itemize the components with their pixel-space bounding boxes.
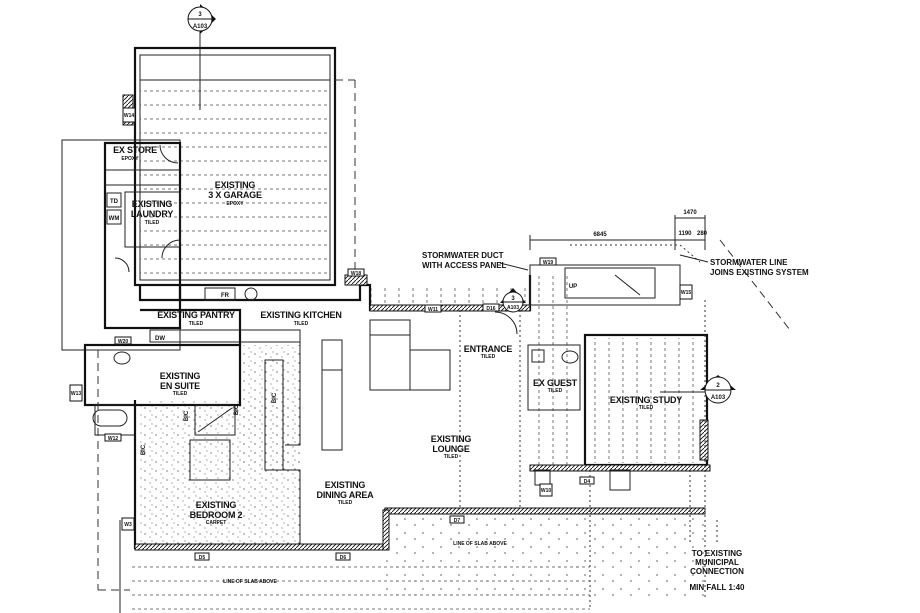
- fall-note: MIN FALL 1:40: [690, 583, 746, 592]
- slab-note: LINE OF SLAB ABOVE: [453, 541, 507, 547]
- section-marker-entrance[interactable]: 3 A103: [500, 288, 526, 313]
- duct-note: STORMWATER DUCT: [422, 251, 504, 260]
- lounge-label: EXISTING: [431, 434, 472, 444]
- dining-finish: TILED: [338, 500, 353, 506]
- ensuite-label: EN SUITE: [160, 381, 200, 391]
- fixture-labels: TD WM FR DW BIC BIC BIC BIC UP: [109, 199, 578, 455]
- dryer-label: TD: [110, 199, 119, 205]
- section-marker-right[interactable]: 2 A103: [660, 375, 736, 404]
- slab-note: LINE OF SLAB ABOVE: [223, 579, 277, 585]
- laundry-finish: TILED: [145, 220, 160, 226]
- connection-note: TO EXISTING: [692, 549, 743, 558]
- window-tag: W13: [71, 391, 82, 397]
- dimension-sub: 1190: [678, 231, 692, 237]
- walls: [83, 30, 791, 613]
- annotations: STORMWATER DUCT WITH ACCESS PANEL STORMW…: [223, 244, 809, 592]
- study-finish: TILED: [639, 405, 654, 411]
- washing-machine-label: WM: [109, 216, 120, 222]
- window-tag: W3: [124, 522, 132, 528]
- dimension-sub2: 280: [697, 231, 708, 237]
- garage-label: EXISTING: [215, 180, 256, 190]
- section-sheet: A103: [507, 305, 519, 311]
- kitchen-label: EXISTING KITCHEN: [260, 310, 341, 320]
- dimension-top: 1470: [683, 210, 697, 216]
- window-tag: W19: [543, 260, 554, 266]
- door-tag: D5: [199, 555, 206, 561]
- garage-label: 3 X GARAGE: [208, 190, 262, 200]
- floor-finishes: [130, 80, 705, 610]
- section-number: 3: [511, 296, 515, 302]
- guest-finish: TILED: [548, 388, 563, 394]
- entrance-finish: TILED: [481, 354, 496, 360]
- door-tag: D16: [486, 306, 495, 312]
- bic-label: BIC: [234, 404, 240, 415]
- section-number: 3: [198, 12, 202, 18]
- entrance-label: ENTRANCE: [464, 344, 513, 354]
- connection-note: MUNICIPAL: [695, 558, 739, 567]
- bic-label: BIC: [272, 392, 278, 403]
- window-tag: W11: [428, 307, 438, 313]
- ensuite-finish: TILED: [173, 391, 188, 397]
- store-label: EX STORE: [113, 145, 157, 155]
- window-tag: W10: [541, 488, 552, 494]
- window-tag: W12: [108, 436, 119, 442]
- duct-note: WITH ACCESS PANEL: [422, 261, 507, 270]
- guest-label: EX GUEST: [533, 378, 578, 388]
- section-sheet: A103: [711, 395, 726, 401]
- service-wing: [61, 139, 182, 351]
- room-labels: EXISTING 3 X GARAGE EPOXY EX STORE EPOXY…: [113, 145, 682, 526]
- bedroom-finish: CARPET: [206, 520, 227, 526]
- dining-label: DINING AREA: [317, 490, 375, 500]
- stormwater-note: JOINS EXISTING SYSTEM: [710, 268, 809, 277]
- kitchen-finish: TILED: [294, 321, 309, 327]
- lounge-label: LOUNGE: [432, 444, 469, 454]
- window-tag: W15: [681, 290, 692, 296]
- stair-up-label: UP: [569, 284, 577, 290]
- dimensions: 6845 1470 1190 280: [529, 210, 708, 250]
- study-label: EXISTING STUDY: [610, 395, 682, 405]
- stormwater-note: STORMWATER LINE: [710, 258, 788, 267]
- section-marker-top[interactable]: 3 A103: [187, 4, 216, 34]
- connection-note: CONNECTION: [690, 567, 744, 576]
- dining-label: EXISTING: [325, 480, 366, 490]
- lounge-finish: TILED: [444, 454, 459, 460]
- section-number: 2: [716, 383, 720, 389]
- bic-label: BIC: [184, 410, 190, 421]
- pantry-label: EXISTING PANTRY: [157, 310, 235, 320]
- bedroom-label: EXISTING: [196, 500, 237, 510]
- pantry-finish: TILED: [189, 321, 204, 327]
- door-tag: D6: [340, 555, 347, 561]
- door-tag: D7: [454, 518, 461, 524]
- garage-finish: EPOXY: [226, 201, 244, 207]
- window-tag: W14: [124, 113, 135, 119]
- laundry-label: LAUNDRY: [131, 209, 173, 219]
- door-tag: D4: [584, 479, 591, 485]
- ensuite-label: EXISTING: [160, 371, 201, 381]
- bedroom-label: BEDROOM 2: [190, 510, 243, 520]
- window-tag: W18: [351, 271, 362, 277]
- dishwasher-label: DW: [155, 336, 165, 342]
- window-tag: W20: [118, 339, 129, 345]
- laundry-label: EXISTING: [132, 199, 173, 209]
- section-sheet: A103: [193, 24, 208, 30]
- store-finish: EPOXY: [121, 156, 139, 162]
- fridge-label: FR: [221, 293, 230, 299]
- opening-tags: W18 W19 D16 W20 W12 W13 W14 W15 D5 D6 D7…: [69, 107, 693, 561]
- dimension-overall: 6845: [593, 232, 607, 238]
- bic-label: BIC: [141, 444, 147, 455]
